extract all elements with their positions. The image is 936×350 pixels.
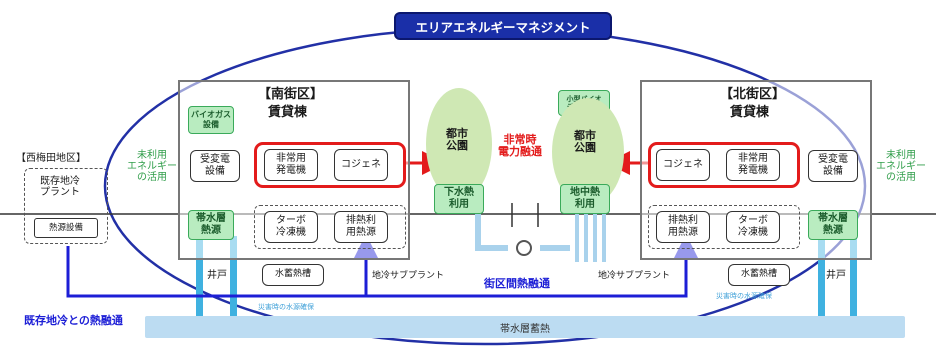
north-cogen: コジェネ: [656, 149, 710, 181]
south-cogen: コジェネ: [334, 149, 388, 181]
south-red-frame: [254, 142, 406, 188]
pump-circle: [516, 240, 532, 256]
north-turbo: ターボ 冷凍機: [726, 211, 780, 243]
south-aquifer-source: 帯水層 熱源: [188, 210, 234, 240]
north-disaster-water: 災害時の水源確保: [716, 292, 772, 300]
park-left-label: 都市 公園: [446, 127, 468, 153]
west-heading: 【西梅田地区】: [16, 153, 86, 164]
north-emergency-gen: 非常用 発電機: [726, 149, 780, 181]
existing-link-label: 既存地冷との熱融通: [24, 314, 123, 327]
west-existing-plant: 既存地冷 プラント: [40, 176, 80, 198]
west-heat-source: 熱源設備: [34, 218, 98, 238]
south-storage-tank: 水蓄熱槽: [262, 264, 324, 286]
north-subplant-frame: [648, 205, 800, 249]
south-subplant-label: 地冷サブプラント: [372, 271, 445, 281]
north-substation: 受変電 設備: [808, 150, 858, 182]
north-red-frame: [648, 142, 800, 188]
emergency-power-label: 非常時 電力融通: [498, 133, 542, 159]
south-turbo: ターボ 冷凍機: [264, 211, 318, 243]
unused-energy-left: 未利用 エネルギー の活用: [127, 150, 177, 183]
west-frame: [24, 168, 108, 244]
park-left-tree: [426, 88, 492, 200]
south-emergency-gen: 非常用 発電機: [264, 149, 318, 181]
south-well-pipe-2: [230, 236, 237, 322]
aquifer-storage-label: 帯水層蓄熱: [500, 323, 550, 335]
south-subplant-frame: [254, 205, 406, 249]
north-well-pipe-1: [818, 236, 825, 322]
title-banner: エリアエネルギーマネジメント: [394, 12, 612, 40]
south-heading: 【南街区】: [258, 87, 324, 102]
north-subheading: 賃貸棟: [730, 105, 770, 120]
heat-flow-arrow: [66, 234, 378, 298]
north-storage-tank: 水蓄熱槽: [728, 264, 790, 286]
sewage-heat: 下水熱 利用: [434, 184, 484, 214]
north-well-pipe-2: [850, 236, 857, 322]
south-subheading: 賃貸棟: [268, 105, 308, 120]
north-well: 井戸: [826, 270, 846, 281]
ground-heat-pipes: [575, 212, 606, 262]
south-biogas: バイオガス 設備: [188, 106, 234, 134]
sewage-pipe: [475, 210, 570, 251]
south-exhaust-heat: 排熱利 用熱源: [334, 211, 388, 243]
park-right-label: 都市 公園: [574, 129, 596, 155]
block-heat-label: 街区間熱融通: [484, 277, 550, 290]
north-aquifer-source: 帯水層 熱源: [808, 210, 858, 240]
north-heading: 【北街区】: [720, 87, 786, 102]
ground-heat: 地中熱 利用: [560, 184, 610, 214]
aquifer-band: 帯水層蓄熱: [145, 316, 905, 338]
title-text: エリアエネルギーマネジメント: [415, 19, 591, 35]
south-well: 井戸: [207, 270, 227, 281]
north-exhaust-heat: 排熱利 用熱源: [656, 211, 710, 243]
south-substation: 受変電 設備: [190, 150, 240, 182]
north-subplant-label: 地冷サブプラント: [598, 271, 671, 281]
south-disaster-water: 災害時の水源確保: [258, 303, 314, 311]
south-well-pipe-1: [196, 236, 203, 322]
unused-energy-right: 未利用 エネルギー の活用: [876, 150, 926, 183]
